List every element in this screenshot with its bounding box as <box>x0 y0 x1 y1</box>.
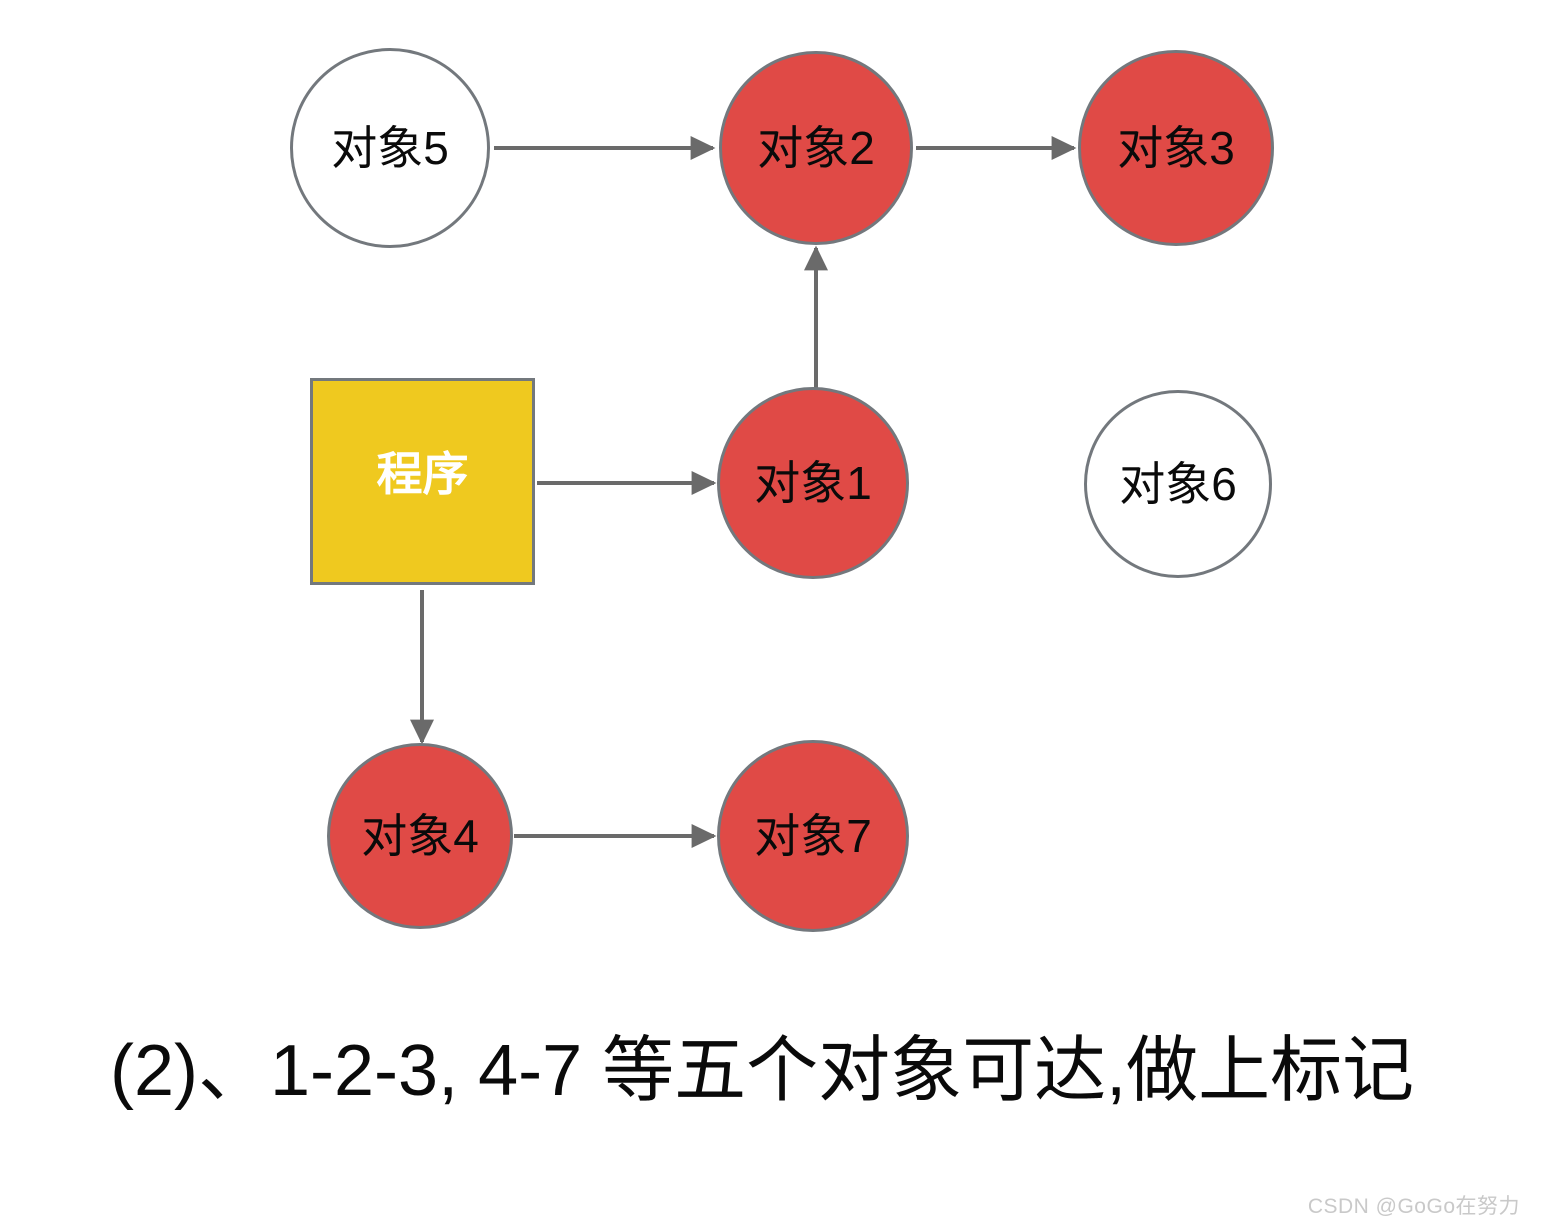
diagram-caption: (2)、1-2-3, 4-7 等五个对象可达,做上标记 <box>110 1031 1415 1111</box>
graph-node-obj7[interactable]: 对象7 <box>717 740 909 932</box>
node-label-obj6: 对象6 <box>1119 458 1237 510</box>
graph-node-obj2[interactable]: 对象2 <box>719 51 913 245</box>
node-label-obj7: 对象7 <box>754 810 872 862</box>
graph-node-obj1[interactable]: 对象1 <box>717 387 909 579</box>
node-label-obj2: 对象2 <box>757 122 875 174</box>
node-label-program: 程序 <box>376 447 469 500</box>
graph-node-obj3[interactable]: 对象3 <box>1078 50 1274 246</box>
graph-node-obj5[interactable]: 对象5 <box>290 48 490 248</box>
csdn-watermark: CSDN @GoGo在努力 <box>1307 1195 1520 1218</box>
graph-node-program[interactable]: 程序 <box>310 378 535 585</box>
node-label-obj3: 对象3 <box>1117 122 1235 174</box>
node-label-obj1: 对象1 <box>754 457 872 509</box>
node-label-obj5: 对象5 <box>331 122 449 174</box>
node-label-obj4: 对象4 <box>361 810 479 862</box>
graph-node-obj4[interactable]: 对象4 <box>327 743 513 929</box>
graph-node-obj6[interactable]: 对象6 <box>1084 390 1272 578</box>
